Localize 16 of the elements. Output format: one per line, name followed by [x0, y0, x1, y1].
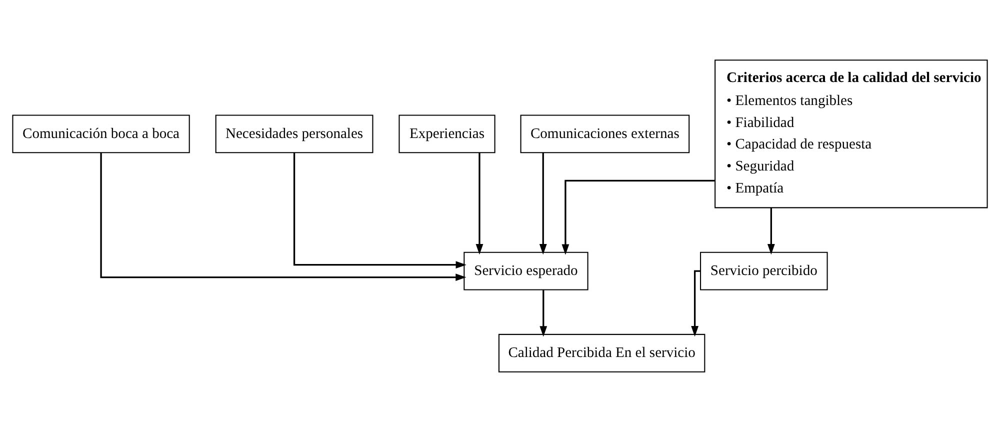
arrow	[476, 152, 484, 255]
node-box: Comunicaciones externas	[520, 114, 690, 154]
node-box: Experiencias	[398, 114, 496, 154]
arrow	[767, 208, 775, 255]
node-box: Necesidades personales	[215, 114, 374, 154]
node-box: Calidad Percibida En el servicio	[498, 334, 706, 372]
arrow	[539, 152, 547, 255]
arrow	[562, 180, 715, 255]
arrow	[691, 270, 700, 337]
arrow	[540, 290, 548, 337]
node-box: Servicio percibido	[700, 252, 828, 290]
node-box: Criterios acerca de la calidad del servicio • Elementos tangibles • Fiabilidad • Capacidad de respuesta • Seguridad • Empatía	[714, 60, 988, 208]
node-box: Servicio esperado	[464, 252, 588, 290]
arrow	[293, 152, 466, 269]
arrow	[100, 152, 466, 282]
node-box: Comunicación boca a boca	[12, 114, 190, 154]
